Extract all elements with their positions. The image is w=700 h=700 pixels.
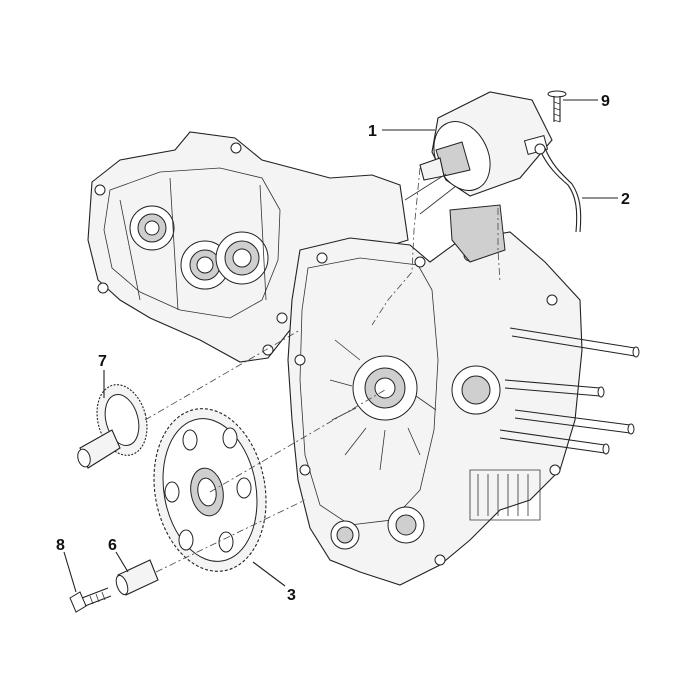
callout-7: 7 xyxy=(98,353,107,370)
cylinder-studs xyxy=(499,327,640,455)
starter-driven-gear xyxy=(153,408,267,572)
callout-9: 9 xyxy=(601,93,610,110)
starter-screw xyxy=(547,90,567,123)
callout-2: 2 xyxy=(621,191,630,208)
callout-8: 8 xyxy=(56,537,65,554)
gear-bolt xyxy=(69,587,112,613)
gear-bushing xyxy=(115,559,159,596)
callout-3: 3 xyxy=(287,587,296,604)
starter-motor xyxy=(404,91,553,215)
callout-1: 1 xyxy=(368,123,377,140)
transmission-cover xyxy=(87,131,409,363)
callout-6: 6 xyxy=(108,537,117,554)
leader-lines xyxy=(63,99,618,593)
starter-cable xyxy=(534,143,582,233)
assembly-axes xyxy=(144,167,501,573)
main-crankcase xyxy=(287,204,583,586)
idler-gear xyxy=(77,384,148,469)
